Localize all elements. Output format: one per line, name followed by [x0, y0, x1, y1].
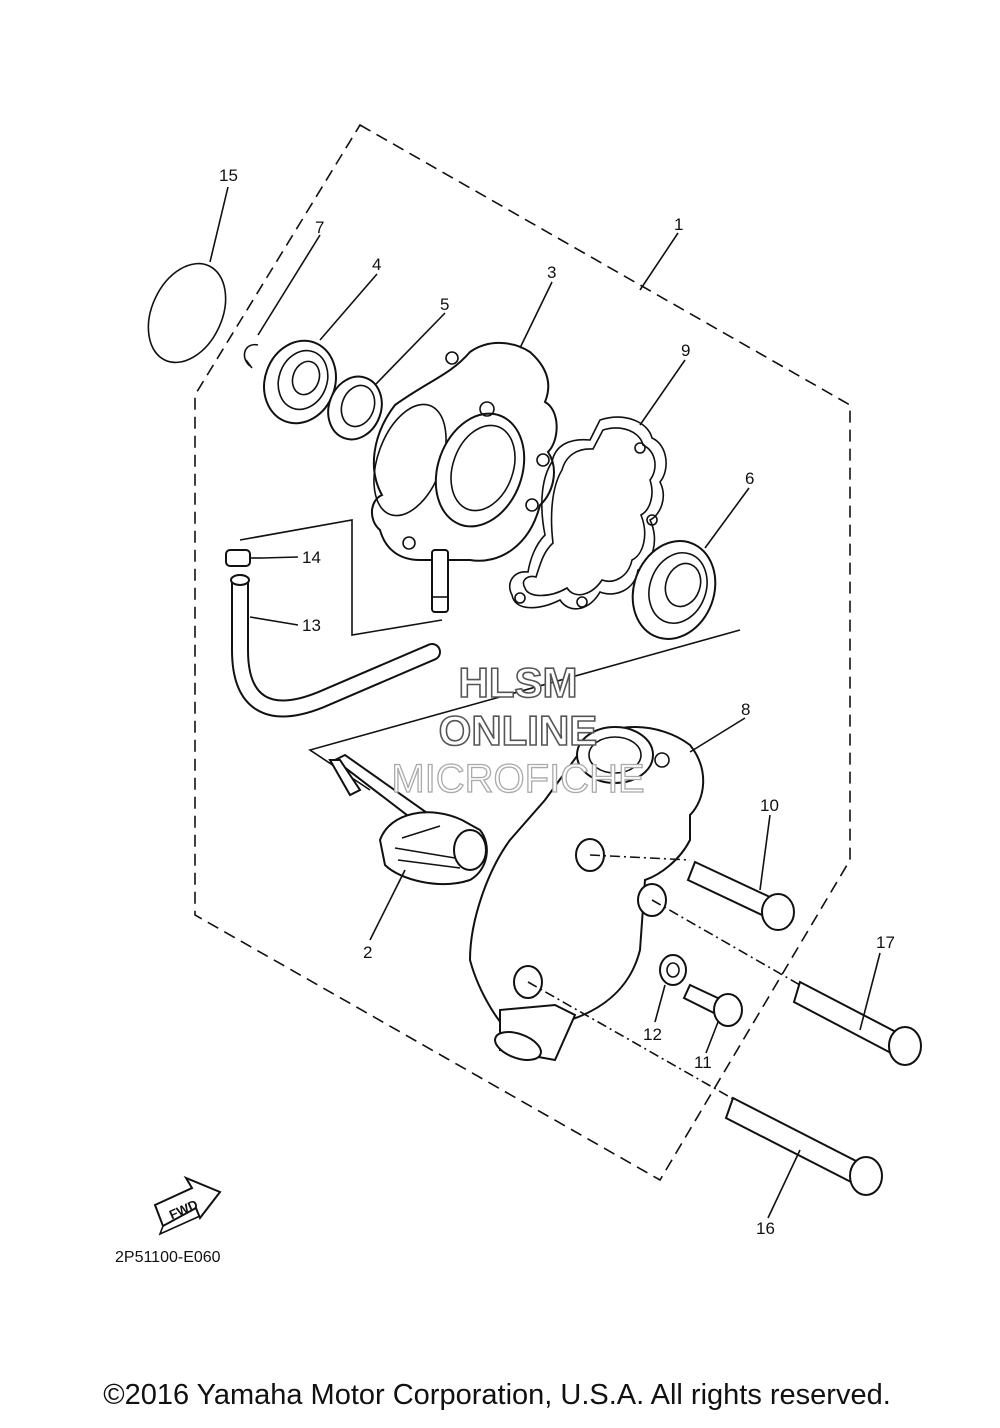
gasket [508, 416, 667, 610]
callout-4: 4 [372, 255, 381, 274]
watermark-line-3: MICROFICHE [391, 757, 644, 801]
water-hose [230, 574, 441, 718]
callout-9: 9 [681, 341, 690, 360]
fwd-arrow-icon: FWD [153, 1175, 222, 1236]
callout-2: 2 [363, 943, 372, 962]
watermark-line-2: ONLINE [439, 707, 598, 754]
o-ring [147, 262, 227, 364]
callout-8: 8 [741, 700, 750, 719]
assembly-outline [194, 123, 851, 1182]
bolt-11 [682, 983, 743, 1027]
bearing-6 [631, 540, 717, 640]
align-line-3 [589, 854, 691, 861]
oil-seal-5 [327, 375, 383, 441]
callout-14: 14 [302, 548, 321, 567]
copyright-text: ©2016 Yamaha Motor Corporation, U.S.A. A… [103, 1379, 891, 1411]
impeller-shaft [328, 753, 488, 886]
watermark-line-1: HLSM [459, 659, 578, 706]
washer [659, 954, 687, 986]
pump-housing [371, 341, 558, 613]
callout-5: 5 [440, 295, 449, 314]
hose-clamp [225, 549, 262, 567]
callout-15: 15 [219, 166, 238, 185]
bolt-10 [686, 860, 795, 931]
callout-1: 1 [674, 215, 683, 234]
callout-13: 13 [302, 616, 321, 635]
leader-lines [209, 186, 881, 1219]
callout-16: 16 [756, 1219, 775, 1238]
callout-3: 3 [547, 263, 556, 282]
callout-10: 10 [760, 796, 779, 815]
bearing-4 [263, 339, 337, 425]
callout-11: 11 [694, 1053, 712, 1072]
callout-6: 6 [745, 469, 754, 488]
callout-17: 17 [876, 933, 895, 952]
callout-12: 12 [643, 1025, 662, 1044]
bolt-17 [792, 980, 922, 1066]
bolt-16 [724, 1096, 883, 1196]
callout-7: 7 [315, 218, 324, 237]
align-line-2 [651, 899, 801, 986]
pump-cover [468, 726, 705, 1062]
circlip [243, 343, 259, 369]
diagram-code: 2P51100-E060 [115, 1249, 221, 1266]
ref-line-hose [239, 519, 443, 636]
